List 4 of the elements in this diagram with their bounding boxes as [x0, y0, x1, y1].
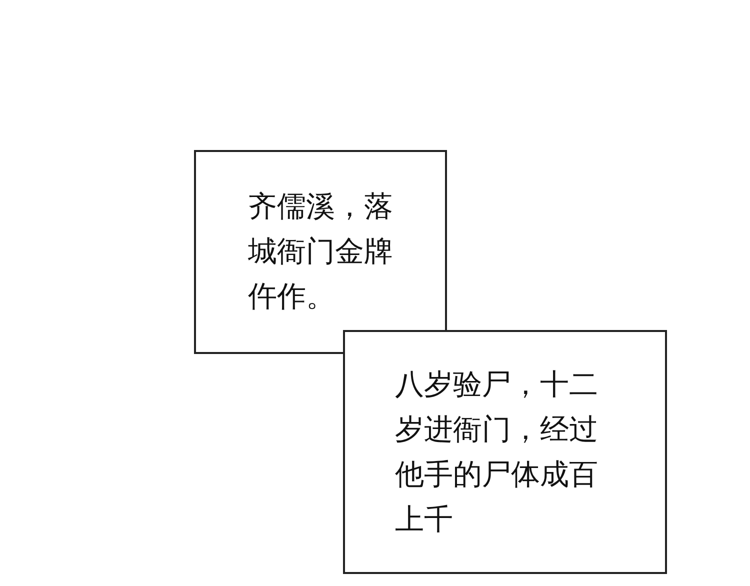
caption-box [343, 330, 667, 574]
narration-text: 八岁验尸，十二岁进衙门，经过他手的尸体成百上千 [395, 366, 599, 538]
caption-box [194, 150, 447, 354]
narration-text: 齐儒溪，落城衙门金牌仵作。 [248, 188, 394, 315]
